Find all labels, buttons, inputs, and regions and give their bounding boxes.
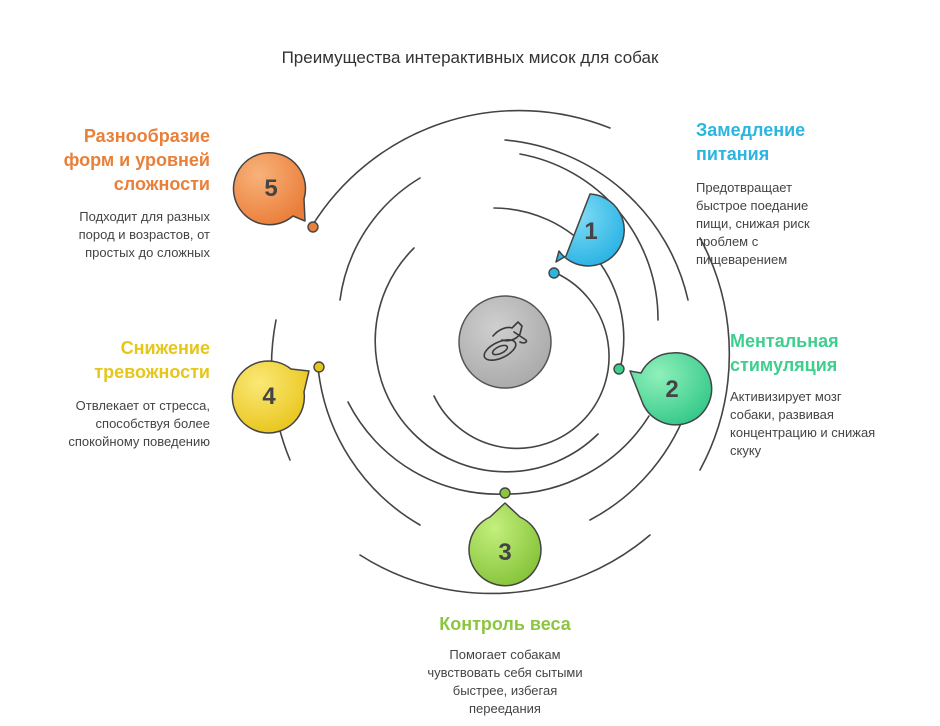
item-2-description: Активизирует мозг собаки, развивая конце…	[730, 389, 876, 458]
page-title: Преимущества интерактивных мисок для соб…	[281, 48, 659, 67]
badge-5-number: 5	[264, 175, 277, 202]
orbit-ring-5c	[359, 534, 651, 595]
item-5-description: Подходит для разных пород и возрастов, о…	[78, 209, 210, 260]
dog-bowl-icon	[483, 321, 528, 362]
connector-dot-4	[313, 361, 325, 373]
badge-2-number: 2	[665, 376, 678, 403]
orbit-ring-5	[311, 109, 611, 227]
item-1-description: Предотвращает быстрое поедание пищи, сни…	[696, 180, 810, 267]
badge-5: 5	[232, 152, 307, 226]
item-5-title: Разнообразие форм и уровней сложности	[63, 126, 210, 194]
orbit-ring-1	[433, 273, 610, 450]
badge-4-number: 4	[262, 383, 276, 410]
item-3-description: Помогает собакам чувствовать себя сытыми…	[427, 647, 583, 716]
orbit-ring-4	[504, 139, 689, 301]
orbit-ring-3d	[339, 177, 421, 301]
item-4-title: Снижение тревожности	[94, 338, 210, 382]
orbit-ring-2b	[374, 247, 599, 473]
item-3-title: Контроль веса	[439, 614, 571, 634]
orbit-ring-5b	[699, 237, 731, 471]
connector-dot-5	[307, 221, 319, 233]
item-1-title: Замедление питания	[696, 120, 806, 164]
badge-4: 4	[231, 360, 310, 434]
connector-dot-3	[499, 487, 511, 499]
item-2-title: Ментальная стимуляция	[730, 331, 839, 375]
badge-2: 2	[629, 352, 713, 426]
orbit-ring-3b	[504, 415, 650, 495]
center-bowl	[458, 295, 552, 389]
orbit-ring-4c	[317, 366, 421, 526]
connector-dot-2	[613, 363, 625, 375]
badge-3-number: 3	[498, 539, 511, 566]
badge-1-number: 1	[584, 218, 597, 245]
item-4-description: Отвлекает от стресса, способствуя более …	[68, 398, 210, 449]
badge-3: 3	[468, 502, 542, 587]
orbit-ring-3c	[347, 401, 506, 495]
connector-dot-1	[548, 267, 560, 279]
badge-1: 1	[555, 193, 625, 267]
